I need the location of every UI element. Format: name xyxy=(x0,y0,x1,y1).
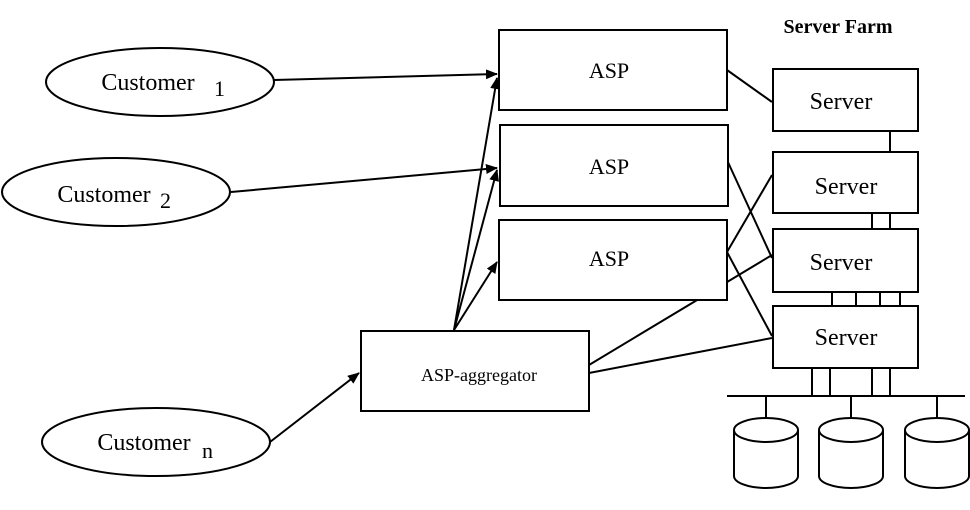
database-1-icon xyxy=(733,417,799,489)
edge-aggregator-asp3 xyxy=(453,261,498,331)
customer-1-subscript: 1 xyxy=(214,76,225,101)
edge-customer1-asp1 xyxy=(273,69,498,81)
server-4-node: Server xyxy=(772,305,919,369)
server-3-node: Server xyxy=(772,228,919,293)
asp-1-label: ASP xyxy=(589,58,629,83)
server-2-label: Server xyxy=(815,174,878,200)
asp-3-node: ASP xyxy=(498,219,728,301)
asp-1-node: ASP xyxy=(498,29,728,111)
server-1-node: Server xyxy=(772,68,919,132)
asp-aggregator-label: ASP-aggregator xyxy=(421,365,537,385)
customer-2-node: Customer 2 xyxy=(1,157,231,227)
server-4-label: Server xyxy=(815,325,878,351)
asp-aggregator-node: ASP-aggregator xyxy=(360,330,590,412)
server-3-label: Server xyxy=(810,250,873,276)
asp-2-node: ASP xyxy=(499,124,729,207)
edge-aggregator-asp2 xyxy=(453,169,499,331)
edge-aggregator-server4 xyxy=(588,337,773,374)
edge-asp3-server4 xyxy=(726,251,773,337)
customer-2-label: Customer xyxy=(57,182,150,208)
server-1-label: Server xyxy=(810,89,873,115)
customer-n-subscript: n xyxy=(202,438,213,463)
customer-n-node: Customer n xyxy=(41,407,271,477)
customer-2-subscript: 2 xyxy=(160,188,171,213)
edge-aggregator-asp1 xyxy=(453,77,501,331)
edge-asp1-server1 xyxy=(726,69,773,103)
asp-2-label: ASP xyxy=(589,154,629,179)
edge-customern-aggregator xyxy=(269,372,360,443)
edge-asp2-server3 xyxy=(726,159,773,259)
edge-customer2-asp2 xyxy=(230,164,498,193)
customer-1-label: Customer xyxy=(101,70,194,96)
edge-aggregator-server3 xyxy=(588,254,773,366)
edge-asp3-server2 xyxy=(726,174,773,253)
database-2-icon xyxy=(818,417,884,489)
customer-1-node: Customer 1 xyxy=(45,47,275,117)
customer-n-label: Customer xyxy=(97,430,190,456)
database-3-icon xyxy=(904,417,970,489)
server-farm-title: Server Farm xyxy=(783,16,892,38)
asp-3-label: ASP xyxy=(589,246,629,271)
server-2-node: Server xyxy=(772,151,919,214)
